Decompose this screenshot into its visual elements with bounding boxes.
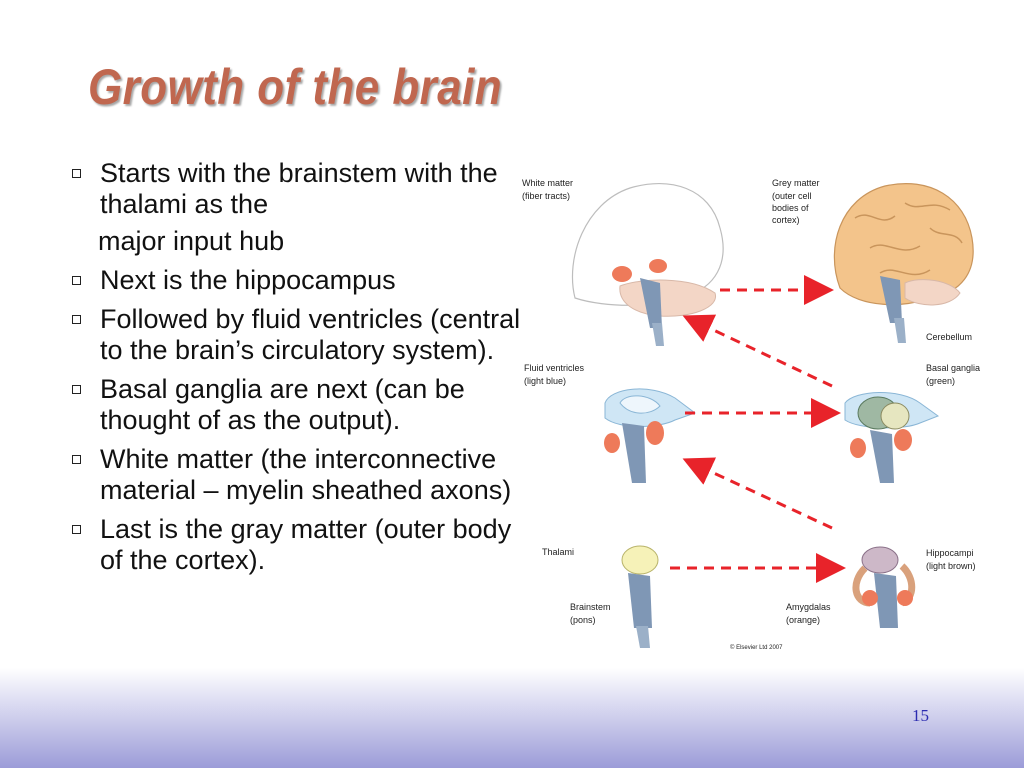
label-fluid-ventricles: Fluid ventricles [524, 363, 585, 373]
grey-matter-brain-illustration [833, 183, 974, 343]
bullet-text: Last is the gray matter (outer body of t… [100, 514, 512, 575]
fluid-ventricles-brain-illustration [604, 388, 697, 483]
label-amygdalas: Amygdalas [786, 602, 831, 612]
thalami-brainstem-illustration [621, 545, 659, 648]
label-grey-matter-sub: cortex) [772, 215, 800, 225]
hippocampi-amygdalas-illustration [852, 546, 916, 628]
label-grey-matter-sub: bodies of [772, 203, 809, 213]
label-hippocampi: Hippocampi [926, 548, 974, 558]
white-matter-brain-illustration [571, 182, 724, 346]
bullet-text: Next is the hippocampus [100, 265, 396, 295]
arrow-diagonal-1 [682, 314, 833, 388]
bullet-item: Next is the hippocampus [70, 265, 540, 296]
bullet-text: major input hub [98, 226, 285, 256]
label-brainstem-sub: (pons) [570, 615, 596, 625]
label-fluid-ventricles-sub: (light blue) [524, 376, 566, 386]
page-number: 15 [912, 706, 929, 725]
bullet-item: Last is the gray matter (outer body of t… [70, 514, 540, 576]
slide-title: Growth of the brain [88, 59, 503, 115]
bullet-list: Starts with the brainstem with the thala… [70, 158, 540, 584]
bullet-continuation: major input hub [70, 226, 540, 257]
brain-growth-figure: White matter (fiber tracts) Grey matter … [522, 178, 980, 651]
checkbox-bullet-icon [72, 385, 81, 394]
label-amygdalas-sub: (orange) [786, 615, 820, 625]
label-grey-matter-sub: (outer cell [772, 191, 812, 201]
bullet-item: Basal ganglia are next (can be thought o… [70, 374, 540, 436]
bullet-text: Basal ganglia are next (can be thought o… [100, 374, 465, 435]
label-cerebellum: Cerebellum [926, 332, 972, 342]
label-brainstem: Brainstem [570, 602, 611, 612]
checkbox-bullet-icon [72, 276, 81, 285]
bullet-item: Starts with the brainstem with the thala… [70, 158, 540, 220]
bullet-text: Followed by fluid ventricles (central to… [100, 304, 521, 365]
checkbox-bullet-icon [72, 525, 81, 534]
bullet-item: White matter (the interconnective materi… [70, 444, 540, 506]
label-copyright: © Elsevier Ltd 2007 [730, 644, 783, 651]
checkbox-bullet-icon [72, 315, 81, 324]
basal-ganglia-brain-illustration [844, 392, 940, 483]
bullet-text: White matter (the interconnective materi… [100, 444, 512, 505]
label-white-matter-sub: (fiber tracts) [522, 191, 570, 201]
arrow-diagonal-2 [682, 457, 833, 530]
bullet-text: Starts with the brainstem with the thala… [100, 158, 498, 219]
label-hippocampi-sub: (light brown) [926, 561, 976, 571]
checkbox-bullet-icon [72, 455, 81, 464]
bullet-item: Followed by fluid ventricles (central to… [70, 304, 540, 366]
label-thalami: Thalami [542, 547, 574, 557]
label-basal-ganglia-sub: (green) [926, 376, 955, 386]
label-grey-matter: Grey matter [772, 178, 820, 188]
checkbox-bullet-icon [72, 169, 81, 178]
label-white-matter: White matter [522, 178, 573, 188]
label-basal-ganglia: Basal ganglia [926, 363, 980, 373]
footer-gradient-band [0, 668, 1024, 768]
